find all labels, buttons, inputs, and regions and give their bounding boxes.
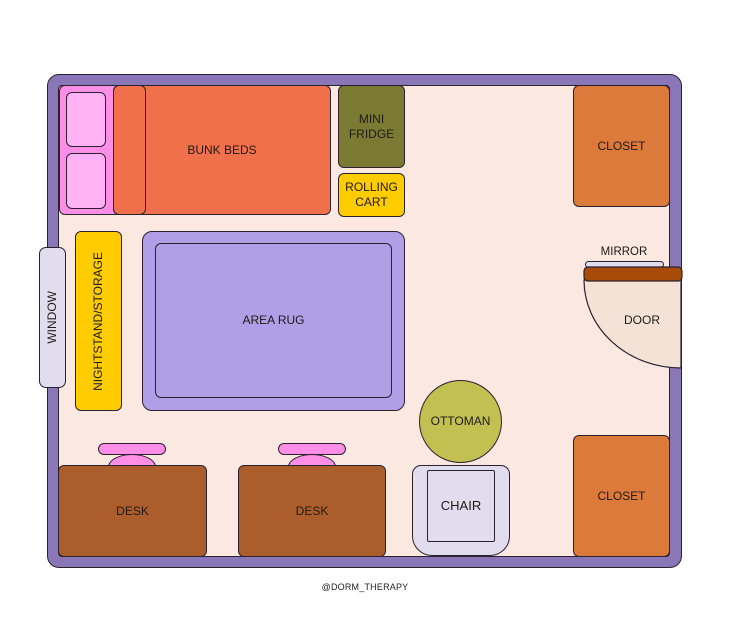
nightstand-label: NIGHTSTAND/STORAGE [91, 251, 105, 391]
rolling-cart-label-line1: ROLLING [345, 180, 398, 194]
mirror-label: MIRROR [600, 245, 648, 258]
armchair-seat: CHAIR [427, 470, 495, 542]
closet-bottom-label: CLOSET [597, 488, 646, 503]
area-rug-inner: AREA RUG [155, 243, 392, 398]
door-swing-icon [583, 266, 683, 369]
pillow-top [66, 92, 106, 147]
rolling-cart: ROLLING CART [338, 173, 405, 217]
rolling-cart-label-line2: CART [355, 195, 388, 209]
desk-right: DESK [238, 465, 386, 557]
chair-label: CHAIR [440, 497, 482, 513]
mini-fridge-label-line1: MINI [358, 111, 385, 126]
bunk-bed-divider [113, 85, 146, 215]
desk-left: DESK [58, 465, 207, 557]
closet-top-label: CLOSET [597, 138, 646, 153]
mini-fridge: MINI FRIDGE [338, 85, 405, 168]
bunk-beds-label: BUNK BEDS [187, 142, 257, 157]
pillow-bottom [66, 153, 106, 209]
credit-handle: @DORM_THERAPY [321, 582, 409, 592]
desk-chair-right-back [278, 443, 346, 455]
area-rug-label: AREA RUG [242, 313, 305, 327]
window-label: WINDOW [45, 291, 59, 344]
mini-fridge-label-line2: FRIDGE [348, 126, 395, 141]
desk-left-label: DESK [116, 503, 149, 518]
desk-right-label: DESK [295, 503, 329, 518]
window: WINDOW [39, 247, 66, 388]
bunk-beds: BUNK BEDS [113, 85, 331, 215]
closet-top: CLOSET [573, 85, 670, 207]
ottoman: OTTOMAN [419, 380, 502, 463]
ottoman-label: OTTOMAN [430, 414, 491, 428]
door-label: DOOR [624, 312, 660, 327]
nightstand-storage: NIGHTSTAND/STORAGE [75, 231, 122, 411]
desk-chair-left-back [98, 443, 166, 455]
closet-bottom: CLOSET [573, 435, 670, 557]
